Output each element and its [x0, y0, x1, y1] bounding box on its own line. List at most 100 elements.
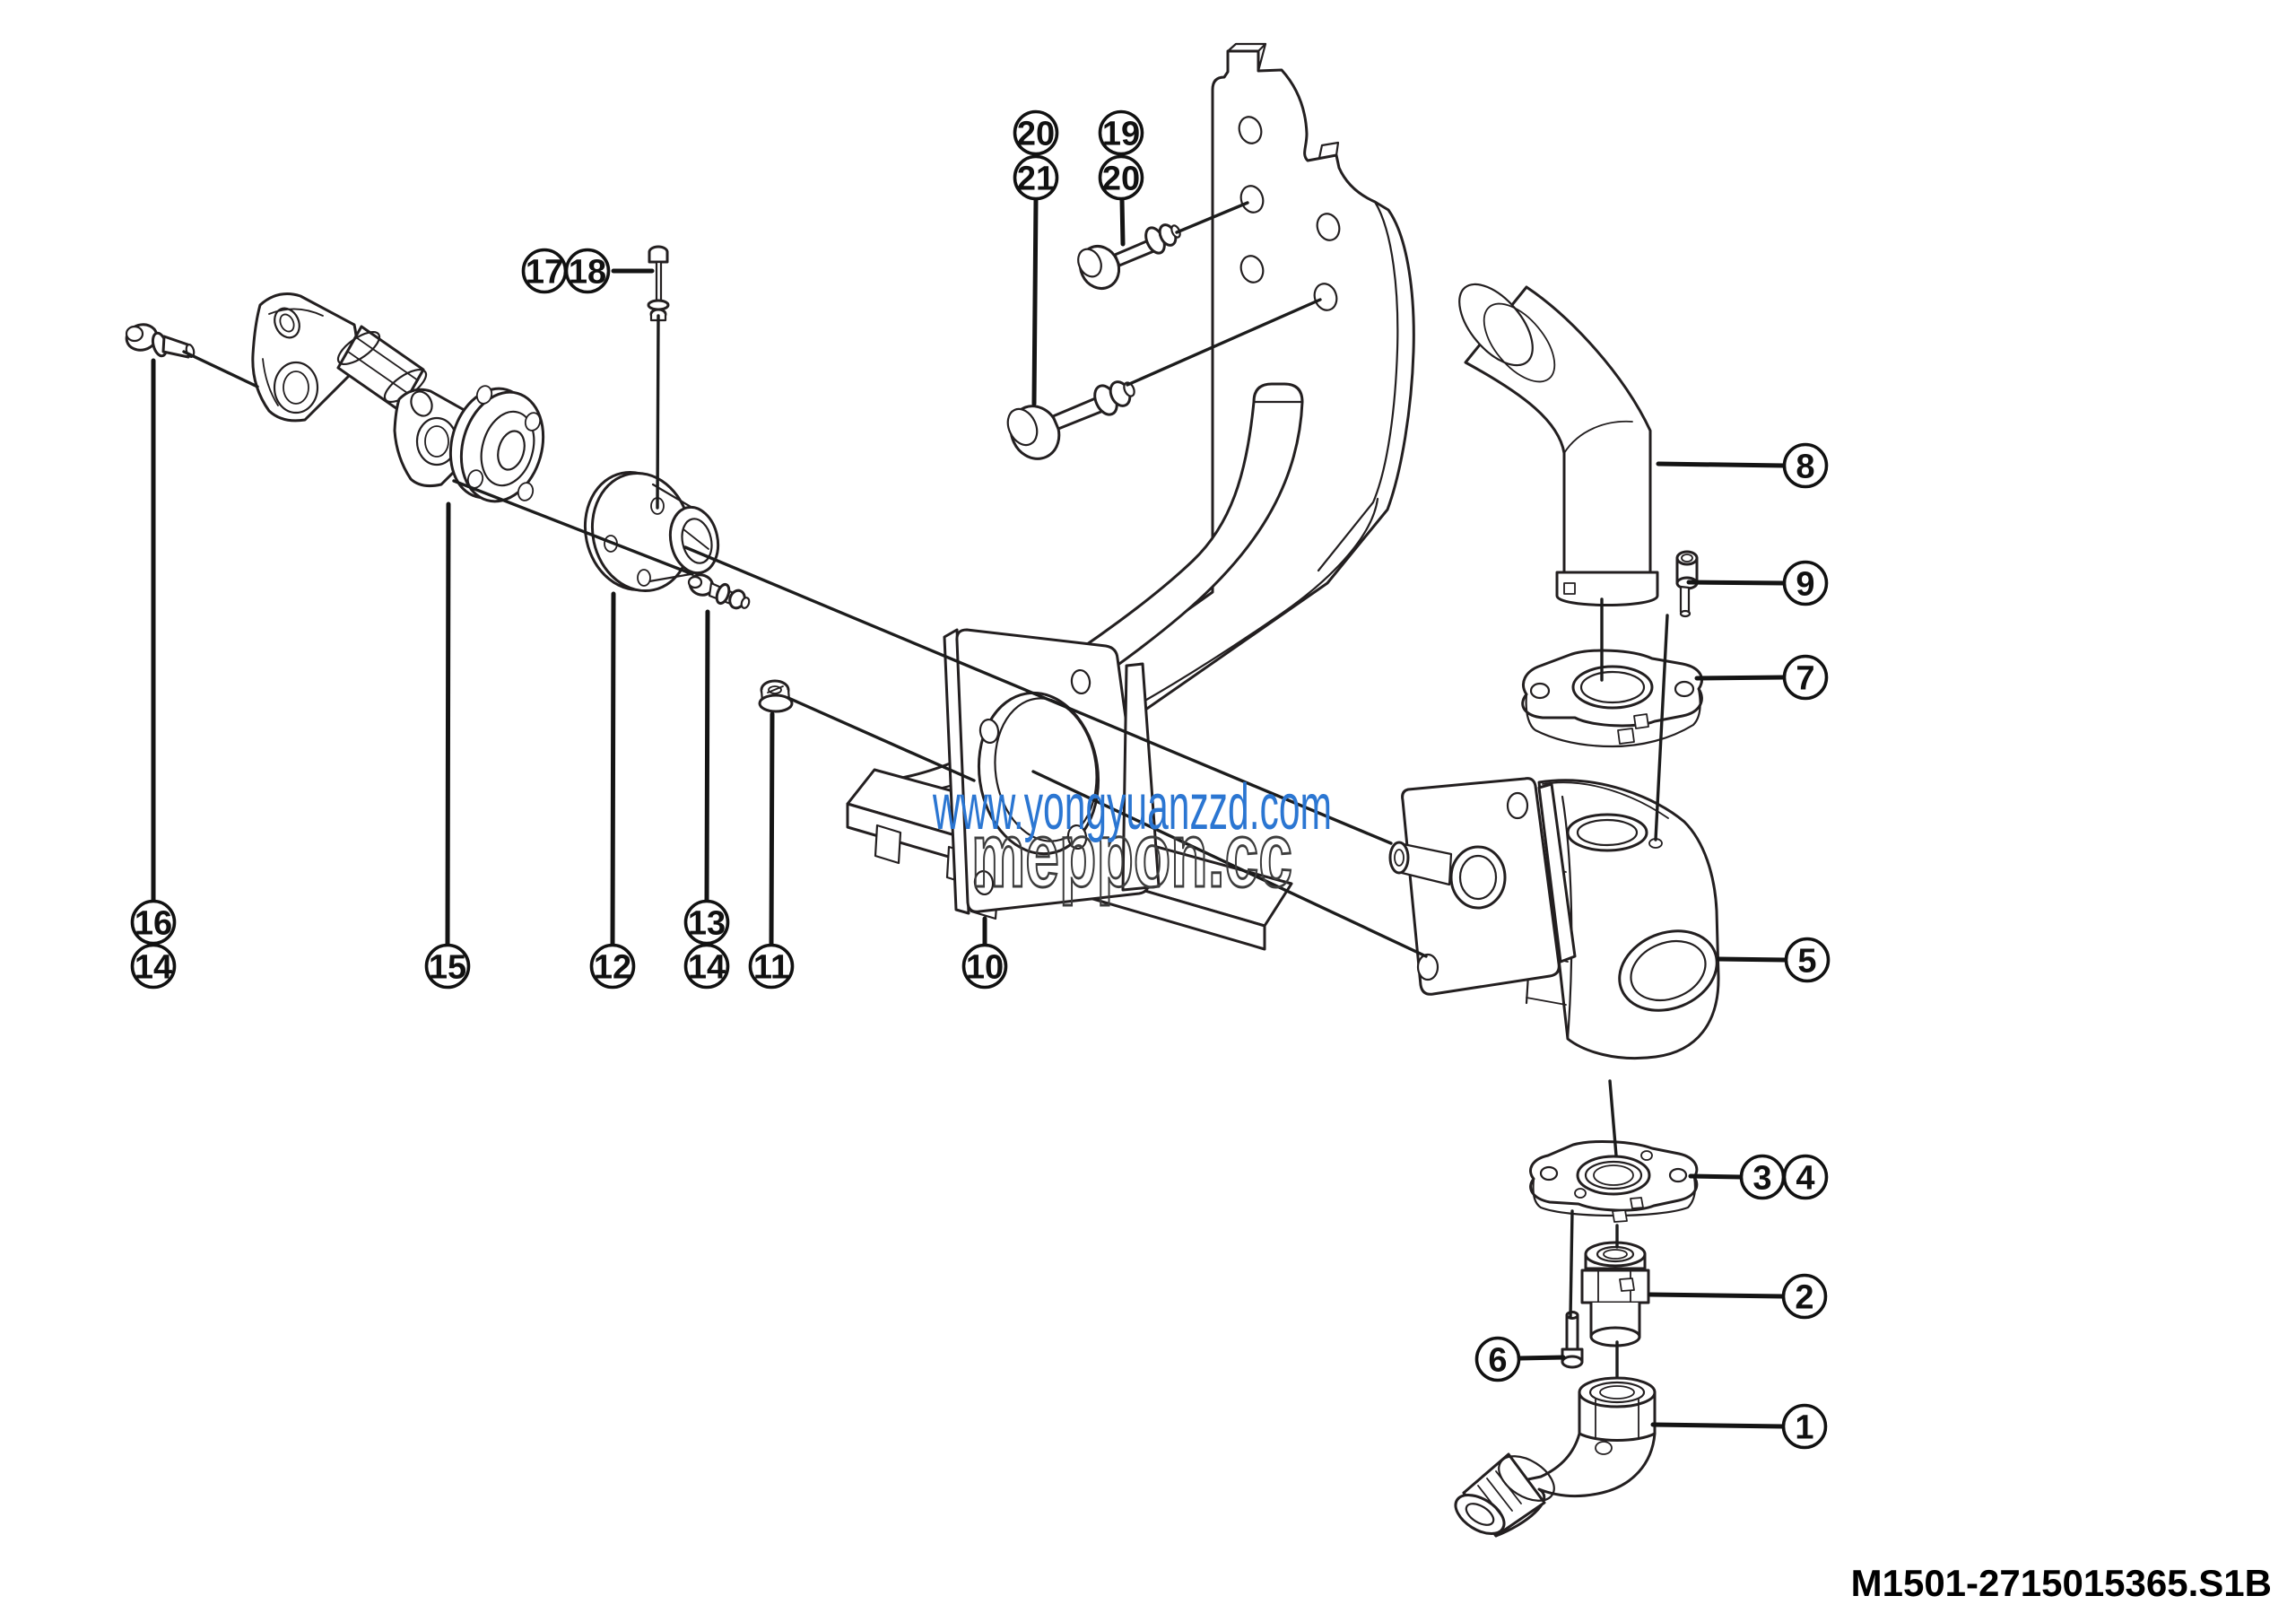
callout-circle: [961, 943, 1008, 990]
callout-circle: [683, 943, 730, 990]
coupling-part: [1580, 1241, 1650, 1347]
callout-circle: [1782, 560, 1829, 606]
gear-pump-part: [1388, 777, 1720, 1060]
callout-20: 20: [1013, 109, 1059, 156]
callout-circle: [1781, 1273, 1828, 1320]
callout-circle: [1013, 109, 1059, 156]
axis-line: [1126, 298, 1322, 387]
axis-line: [452, 479, 694, 576]
callout-circle: [683, 899, 730, 946]
callout-3: 3: [1739, 1154, 1786, 1200]
callout-circle: [1474, 1336, 1521, 1382]
callout-19: 19: [1098, 109, 1144, 156]
callout-9: 9: [1782, 560, 1829, 606]
callout-7: 7: [1782, 654, 1829, 701]
callout-number: 20: [1102, 161, 1140, 198]
flange-nut-part: [758, 679, 794, 713]
callout-circle: [1782, 442, 1829, 489]
callout-6: 6: [1474, 1336, 1521, 1382]
callout-16: 16: [130, 899, 177, 946]
callout-circle: [1784, 937, 1831, 983]
flange-bolt-19-part: [1077, 223, 1181, 290]
leader-line-9: [1686, 580, 1787, 586]
elbow-hose-fitting-part: [1458, 283, 1659, 606]
axis-line: [1031, 770, 1428, 958]
callout-circle: [1098, 154, 1144, 201]
leader-line-3: [1688, 1173, 1744, 1180]
callout-circle: [1782, 1154, 1829, 1200]
axis-line: [1654, 614, 1669, 842]
leader-line-7: [1694, 675, 1787, 681]
callout-number: 4: [1796, 1160, 1814, 1198]
callout-12: 12: [589, 943, 636, 990]
watermark-url-text: www.yongyuanzzd.com: [932, 772, 1332, 843]
callout-10: 10: [961, 943, 1008, 990]
callout-circle: [564, 248, 611, 294]
screw-17-part: [647, 245, 670, 322]
watermark-brand-text: meppon.cc: [971, 804, 1292, 906]
callout-17: 17: [521, 248, 568, 294]
axis-line: [787, 696, 976, 782]
callout-2: 2: [1781, 1273, 1828, 1320]
callout-18: 18: [564, 248, 611, 294]
axis-line: [683, 545, 1393, 845]
leader-line-2: [1648, 1292, 1786, 1299]
callout-number: 16: [135, 905, 172, 943]
callout-number: 17: [526, 254, 563, 292]
callout-15: 15: [424, 943, 471, 990]
callout-number: 15: [429, 949, 466, 987]
callout-number: 10: [966, 949, 1004, 987]
callout-number: 1: [1795, 1409, 1813, 1447]
callout-circle: [748, 943, 795, 990]
callout-circle: [1781, 1403, 1828, 1450]
flange-bolt-21-part: [1006, 380, 1135, 460]
callout-number: 19: [1102, 116, 1140, 153]
callout-number: 7: [1796, 660, 1814, 698]
callout-14: 14: [130, 943, 177, 990]
axis-line: [656, 314, 660, 510]
bolt-6-part: [1561, 1311, 1584, 1369]
leader-line-6: [1517, 1355, 1566, 1361]
callout-14: 14: [683, 943, 730, 990]
callout-circle: [130, 899, 177, 946]
axis-line: [1175, 201, 1249, 234]
callout-21: 21: [1013, 154, 1059, 201]
callout-number: 5: [1797, 943, 1816, 981]
callout-number: 6: [1488, 1342, 1507, 1380]
leader-line-11: [769, 711, 775, 947]
callout-number: 13: [688, 905, 726, 943]
callout-circle: [1098, 109, 1144, 156]
leader-line-1: [1650, 1422, 1786, 1429]
hex-bolt-16-part: [125, 323, 196, 359]
drawing-code-label: M1501-2715015365.S1B: [1851, 1562, 2272, 1604]
callout-13: 13: [683, 899, 730, 946]
callout-circle: [1013, 154, 1059, 201]
callout-number: 18: [569, 254, 606, 292]
callout-number: 20: [1017, 116, 1055, 153]
clamp-flange-part: [1521, 649, 1703, 748]
callout-11: 11: [748, 943, 795, 990]
callout-circle: [589, 943, 636, 990]
callout-1: 1: [1781, 1403, 1828, 1450]
callout-circle: [130, 943, 177, 990]
elbow-fitting-part: [1454, 1376, 1657, 1538]
callout-number: 21: [1017, 161, 1055, 198]
leader-line-20: [1119, 196, 1126, 247]
leader-line-8: [1656, 461, 1787, 468]
axis-line: [1569, 1209, 1574, 1319]
axis-line: [1608, 1079, 1618, 1157]
driveshaft-part: [251, 292, 545, 503]
callout-number: 14: [688, 949, 726, 987]
callout-number: 11: [753, 949, 789, 987]
bolt-13-part: [687, 573, 751, 610]
leader-line-13: [704, 609, 710, 903]
callout-4: 4: [1782, 1154, 1829, 1200]
leader-line-5: [1716, 956, 1788, 963]
split-flange-part: [1529, 1140, 1699, 1223]
callout-circle: [424, 943, 471, 990]
callout-5: 5: [1784, 937, 1831, 983]
callout-number: 8: [1796, 449, 1814, 486]
